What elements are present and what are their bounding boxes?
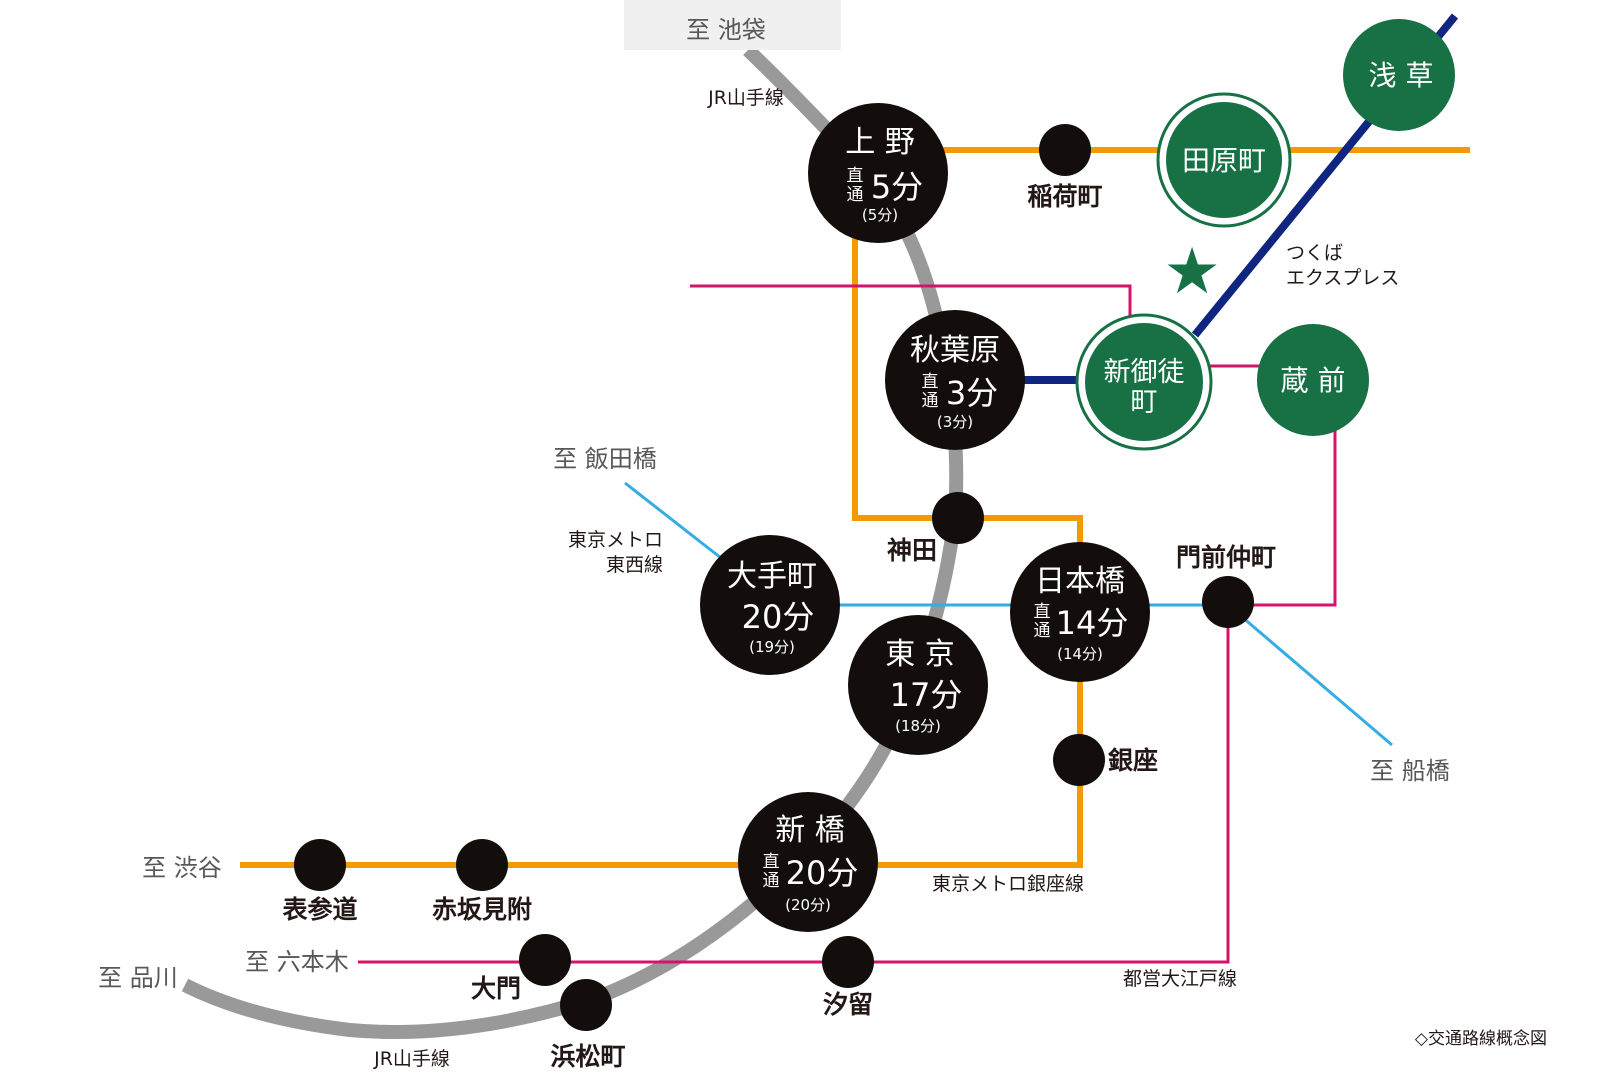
station-name: 東 京 bbox=[885, 637, 955, 672]
station-name-2: 町 bbox=[1131, 387, 1158, 418]
travel-time-alt: (20分) bbox=[785, 896, 831, 914]
station-circle bbox=[1085, 323, 1203, 441]
station-circle bbox=[885, 310, 1025, 450]
station-shimbashi: 新 橋 直 通 20分 (20分) bbox=[738, 792, 878, 932]
direct-label-1: 直 bbox=[922, 372, 939, 392]
line-name-tozai-2: 東西線 bbox=[606, 554, 663, 576]
station-daimon: 大門 bbox=[471, 934, 571, 1003]
station-akasaka-mitsuke: 赤坂見附 bbox=[432, 839, 532, 924]
travel-time-alt: (14分) bbox=[1057, 645, 1103, 663]
line-name-jr-top: JR山手線 bbox=[707, 87, 784, 109]
station-name: 浅 草 bbox=[1369, 59, 1434, 92]
station-label: 大門 bbox=[471, 974, 521, 1003]
station-circle bbox=[808, 103, 948, 243]
direction-funabashi: 至 船橋 bbox=[1370, 757, 1450, 785]
station-label: 赤坂見附 bbox=[432, 895, 532, 924]
station-label: 銀座 bbox=[1108, 746, 1158, 775]
station-tokyo: 東 京 17分 (18分) bbox=[848, 615, 988, 755]
travel-time-alt: (5分) bbox=[862, 206, 898, 224]
station-circle bbox=[1166, 102, 1282, 218]
station-name: 田原町 bbox=[1182, 144, 1266, 177]
station-name: 日本橋 bbox=[1035, 564, 1125, 599]
ikebukuro-label-box bbox=[624, 0, 841, 50]
travel-time: 3分 bbox=[946, 374, 998, 412]
star-icon: ★ bbox=[1163, 235, 1220, 309]
direction-roppongi: 至 六本木 bbox=[245, 948, 349, 976]
travel-time: 14分 bbox=[1056, 604, 1129, 642]
station-shin-okachimachi: 新御徒 町 bbox=[1075, 313, 1213, 451]
direct-label-2: 通 bbox=[1034, 621, 1051, 641]
direct-label-2: 通 bbox=[847, 185, 864, 205]
station-dot bbox=[456, 839, 508, 891]
station-asakusa: 浅 草 bbox=[1343, 19, 1455, 131]
line-name-ginza: 東京メトロ銀座線 bbox=[932, 873, 1084, 895]
map-note: ◇交通路線概念図 bbox=[1415, 1028, 1547, 1049]
direct-label-2: 通 bbox=[922, 391, 939, 411]
station-kanda: 神田 bbox=[887, 492, 984, 565]
oedo-line bbox=[690, 284, 1132, 318]
direction-shibuya: 至 渋谷 bbox=[142, 854, 222, 882]
station-omotesando: 表参道 bbox=[282, 839, 358, 924]
station-name: 蔵 前 bbox=[1281, 364, 1346, 397]
direction-ikebukuro: 至 池袋 bbox=[686, 16, 766, 44]
station-label: 神田 bbox=[887, 536, 937, 565]
station-circle bbox=[700, 535, 840, 675]
station-dot bbox=[519, 934, 571, 986]
direct-label-2: 通 bbox=[763, 871, 780, 891]
station-dot bbox=[1053, 734, 1105, 786]
direct-label-1: 直 bbox=[1034, 602, 1051, 622]
travel-time: 17分 bbox=[890, 676, 963, 714]
station-circle bbox=[1257, 324, 1369, 436]
station-name: 上 野 bbox=[845, 125, 915, 160]
station-shiodome: 汐留 bbox=[822, 936, 874, 1019]
tozai-line-east bbox=[1227, 603, 1393, 747]
station-ginza: 銀座 bbox=[1053, 734, 1158, 786]
station-dot bbox=[560, 979, 612, 1031]
station-hamamatsucho: 浜松町 bbox=[550, 979, 626, 1071]
station-dot bbox=[822, 936, 874, 988]
line-name-oedo: 都営大江戸線 bbox=[1123, 968, 1237, 990]
station-ueno: 上 野 直 通 5分 (5分) bbox=[808, 103, 948, 243]
station-label: 汐留 bbox=[823, 990, 873, 1019]
station-name-1: 新御徒 bbox=[1104, 357, 1185, 388]
travel-time-alt: (3分) bbox=[937, 413, 973, 431]
station-label: 浜松町 bbox=[550, 1042, 625, 1071]
station-circle bbox=[848, 615, 988, 755]
station-monzen-nakacho: 門前仲町 bbox=[1176, 543, 1276, 628]
station-kuramae: 蔵 前 bbox=[1257, 324, 1369, 436]
line-name-tsukuba-1: つくば bbox=[1286, 242, 1343, 264]
station-akihabara: 秋葉原 直 通 3分 (3分) bbox=[885, 310, 1025, 450]
line-name-jr-bottom: JR山手線 bbox=[373, 1048, 450, 1070]
station-label: 門前仲町 bbox=[1176, 543, 1276, 572]
travel-time: 20分 bbox=[742, 598, 815, 636]
station-name: 新 橋 bbox=[775, 813, 845, 848]
direct-label-1: 直 bbox=[847, 166, 864, 186]
station-nihonbashi: 日本橋 直 通 14分 (14分) bbox=[1010, 542, 1150, 682]
travel-time: 5分 bbox=[871, 168, 923, 206]
line-name-tozai-1: 東京メトロ bbox=[568, 529, 663, 551]
station-label: 表参道 bbox=[282, 895, 357, 924]
station-circle bbox=[1010, 542, 1150, 682]
travel-time-alt: (18分) bbox=[895, 717, 941, 735]
travel-time-alt: (19分) bbox=[749, 638, 795, 656]
station-name: 大手町 bbox=[727, 559, 817, 594]
direct-label-1: 直 bbox=[763, 852, 780, 872]
station-circle bbox=[1343, 19, 1455, 131]
station-dot bbox=[932, 492, 984, 544]
station-inaricho: 稲荷町 bbox=[1027, 124, 1103, 211]
station-tawaramachi: 田原町 bbox=[1156, 92, 1292, 228]
direction-iidabashi: 至 飯田橋 bbox=[553, 445, 657, 473]
direction-shinagawa: 至 品川 bbox=[98, 964, 178, 992]
tozai-line-west bbox=[624, 481, 731, 567]
station-circle bbox=[738, 792, 878, 932]
station-dot bbox=[1039, 124, 1091, 176]
station-dot bbox=[294, 839, 346, 891]
station-label: 稲荷町 bbox=[1027, 182, 1102, 211]
line-name-tsukuba-2: エクスプレス bbox=[1286, 267, 1399, 289]
station-otemachi: 大手町 20分 (19分) bbox=[700, 535, 840, 675]
station-name: 秋葉原 bbox=[910, 333, 1000, 368]
station-dot bbox=[1202, 576, 1254, 628]
travel-time: 20分 bbox=[786, 854, 859, 892]
